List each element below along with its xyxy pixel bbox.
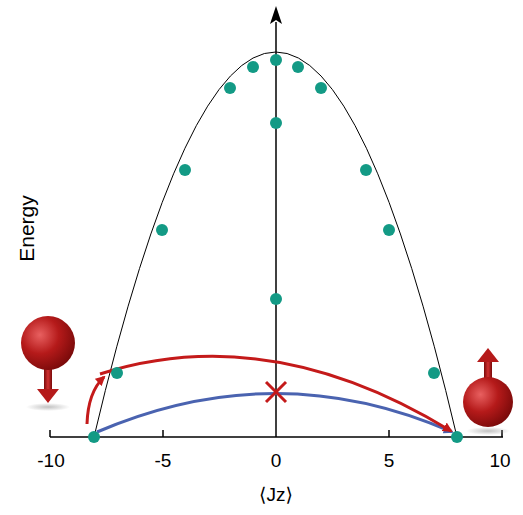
excitation-arrow [87, 377, 104, 424]
y-axis [275, 22, 277, 437]
spin-down [21, 316, 75, 411]
tick-label: 0 [271, 451, 282, 470]
tick-label: 5 [384, 451, 395, 470]
energy-parabola [94, 52, 457, 437]
spin-up [463, 348, 513, 435]
tick-label: -10 [37, 451, 64, 470]
tunneling-arrow [97, 394, 452, 433]
blocked-mark [266, 382, 286, 402]
energy-levels [88, 54, 463, 443]
thermal-arrow [100, 356, 451, 431]
axis-title: Energy [16, 195, 37, 262]
axis-title: ⟨Jz⟩ [259, 485, 293, 504]
axis-arrowhead [270, 6, 282, 24]
tick-label: 10 [489, 451, 510, 470]
tick-label: -5 [155, 451, 172, 470]
tick-marks [50, 430, 502, 437]
